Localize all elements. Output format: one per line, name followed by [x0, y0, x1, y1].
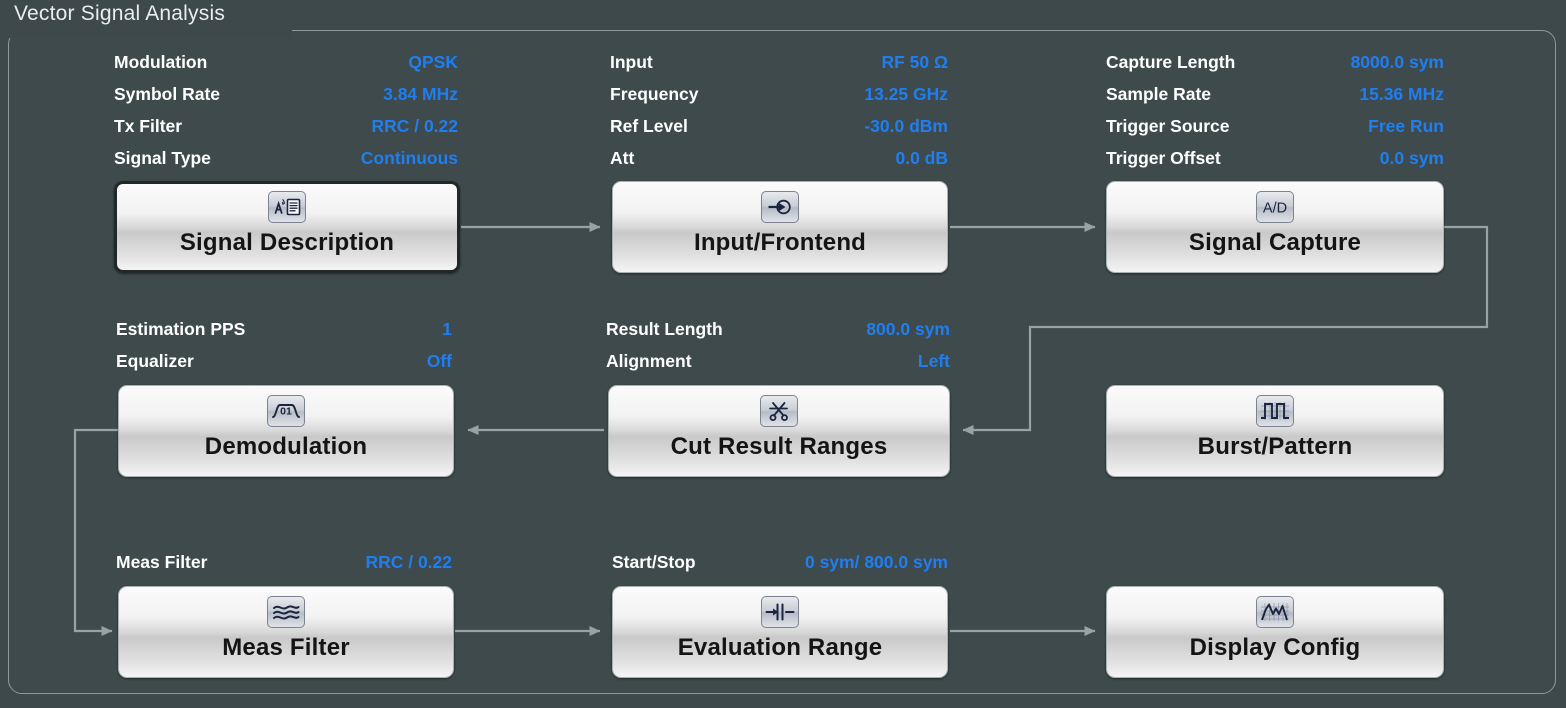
svg-text:01: 01 — [280, 406, 292, 418]
demodulation-icon: 01 — [267, 395, 305, 427]
param-value: Continuous — [360, 148, 458, 168]
wave-filter-icon — [267, 596, 305, 628]
trace-display-icon — [1256, 596, 1294, 628]
param-label: Meas Filter — [116, 552, 208, 572]
param-label: Ref Level — [610, 116, 688, 136]
param-value: RRC / 0.22 — [365, 552, 452, 572]
svg-text:A/D: A/D — [1263, 201, 1287, 217]
param-value: Free Run — [1368, 116, 1444, 136]
signal-description-icon — [268, 191, 306, 223]
param-value: 1 — [442, 319, 452, 339]
button-label: Signal Capture — [1188, 229, 1362, 256]
param-label: Symbol Rate — [114, 84, 220, 104]
param-label: Input — [610, 52, 653, 72]
param-label: Start/Stop — [612, 552, 696, 572]
param-label: Estimation PPS — [116, 319, 246, 339]
button-label: Display Config — [1189, 634, 1361, 661]
param-value: 15.36 MHz — [1359, 84, 1444, 104]
page-title: Vector Signal Analysis — [14, 2, 226, 25]
button-label: Demodulation — [204, 433, 368, 460]
range-markers-icon — [761, 596, 799, 628]
param-label: Capture Length — [1106, 52, 1236, 72]
button-evaluation-range[interactable]: Evaluation Range — [612, 586, 948, 678]
button-label: Signal Description — [179, 229, 395, 256]
button-label: Input/Frontend — [693, 229, 867, 256]
button-demodulation[interactable]: 01 Demodulation — [118, 385, 454, 477]
param-label: Att — [610, 148, 635, 168]
button-signal-capture[interactable]: A/D Signal Capture — [1106, 181, 1444, 273]
param-value: 0 sym/ 800.0 sym — [804, 552, 948, 572]
param-label: Equalizer — [116, 351, 194, 371]
param-value: 13.25 GHz — [864, 84, 948, 104]
button-signal-description[interactable]: Signal Description — [114, 181, 460, 273]
param-value: 3.84 MHz — [383, 84, 458, 104]
button-cut-result-ranges[interactable]: Cut Result Ranges — [608, 385, 950, 477]
button-meas-filter[interactable]: Meas Filter — [118, 586, 454, 678]
param-value: 8000.0 sym — [1350, 52, 1444, 72]
param-label: Modulation — [114, 52, 208, 72]
param-label: Tx Filter — [114, 116, 183, 136]
param-value: 0.0 dB — [895, 148, 948, 168]
param-label: Signal Type — [114, 148, 211, 168]
param-value: Left — [917, 351, 950, 371]
title-border-gap — [6, 24, 292, 38]
param-value: RRC / 0.22 — [371, 116, 458, 136]
analog-digital-icon: A/D — [1256, 191, 1294, 223]
button-burst-pattern[interactable]: Burst/Pattern — [1106, 385, 1444, 477]
button-label: Evaluation Range — [677, 634, 883, 661]
param-label: Trigger Offset — [1106, 148, 1221, 168]
scissors-icon — [760, 395, 798, 427]
param-label: Alignment — [606, 351, 692, 371]
param-label: Frequency — [610, 84, 699, 104]
param-label: Result Length — [606, 319, 723, 339]
burst-pattern-icon — [1256, 395, 1294, 427]
button-label: Meas Filter — [222, 634, 350, 661]
button-display-config[interactable]: Display Config — [1106, 586, 1444, 678]
button-label: Burst/Pattern — [1197, 433, 1353, 460]
param-value: -30.0 dBm — [864, 116, 948, 136]
param-value: 800.0 sym — [866, 319, 950, 339]
param-value: Off — [426, 351, 452, 371]
param-value: RF 50 Ω — [881, 52, 948, 72]
button-label: Cut Result Ranges — [670, 433, 888, 460]
button-input-frontend[interactable]: Input/Frontend — [612, 181, 948, 273]
param-label: Trigger Source — [1106, 116, 1230, 136]
param-label: Sample Rate — [1106, 84, 1212, 104]
input-arrow-icon — [761, 191, 799, 223]
param-value: 0.0 sym — [1379, 148, 1444, 168]
param-value: QPSK — [408, 52, 458, 72]
